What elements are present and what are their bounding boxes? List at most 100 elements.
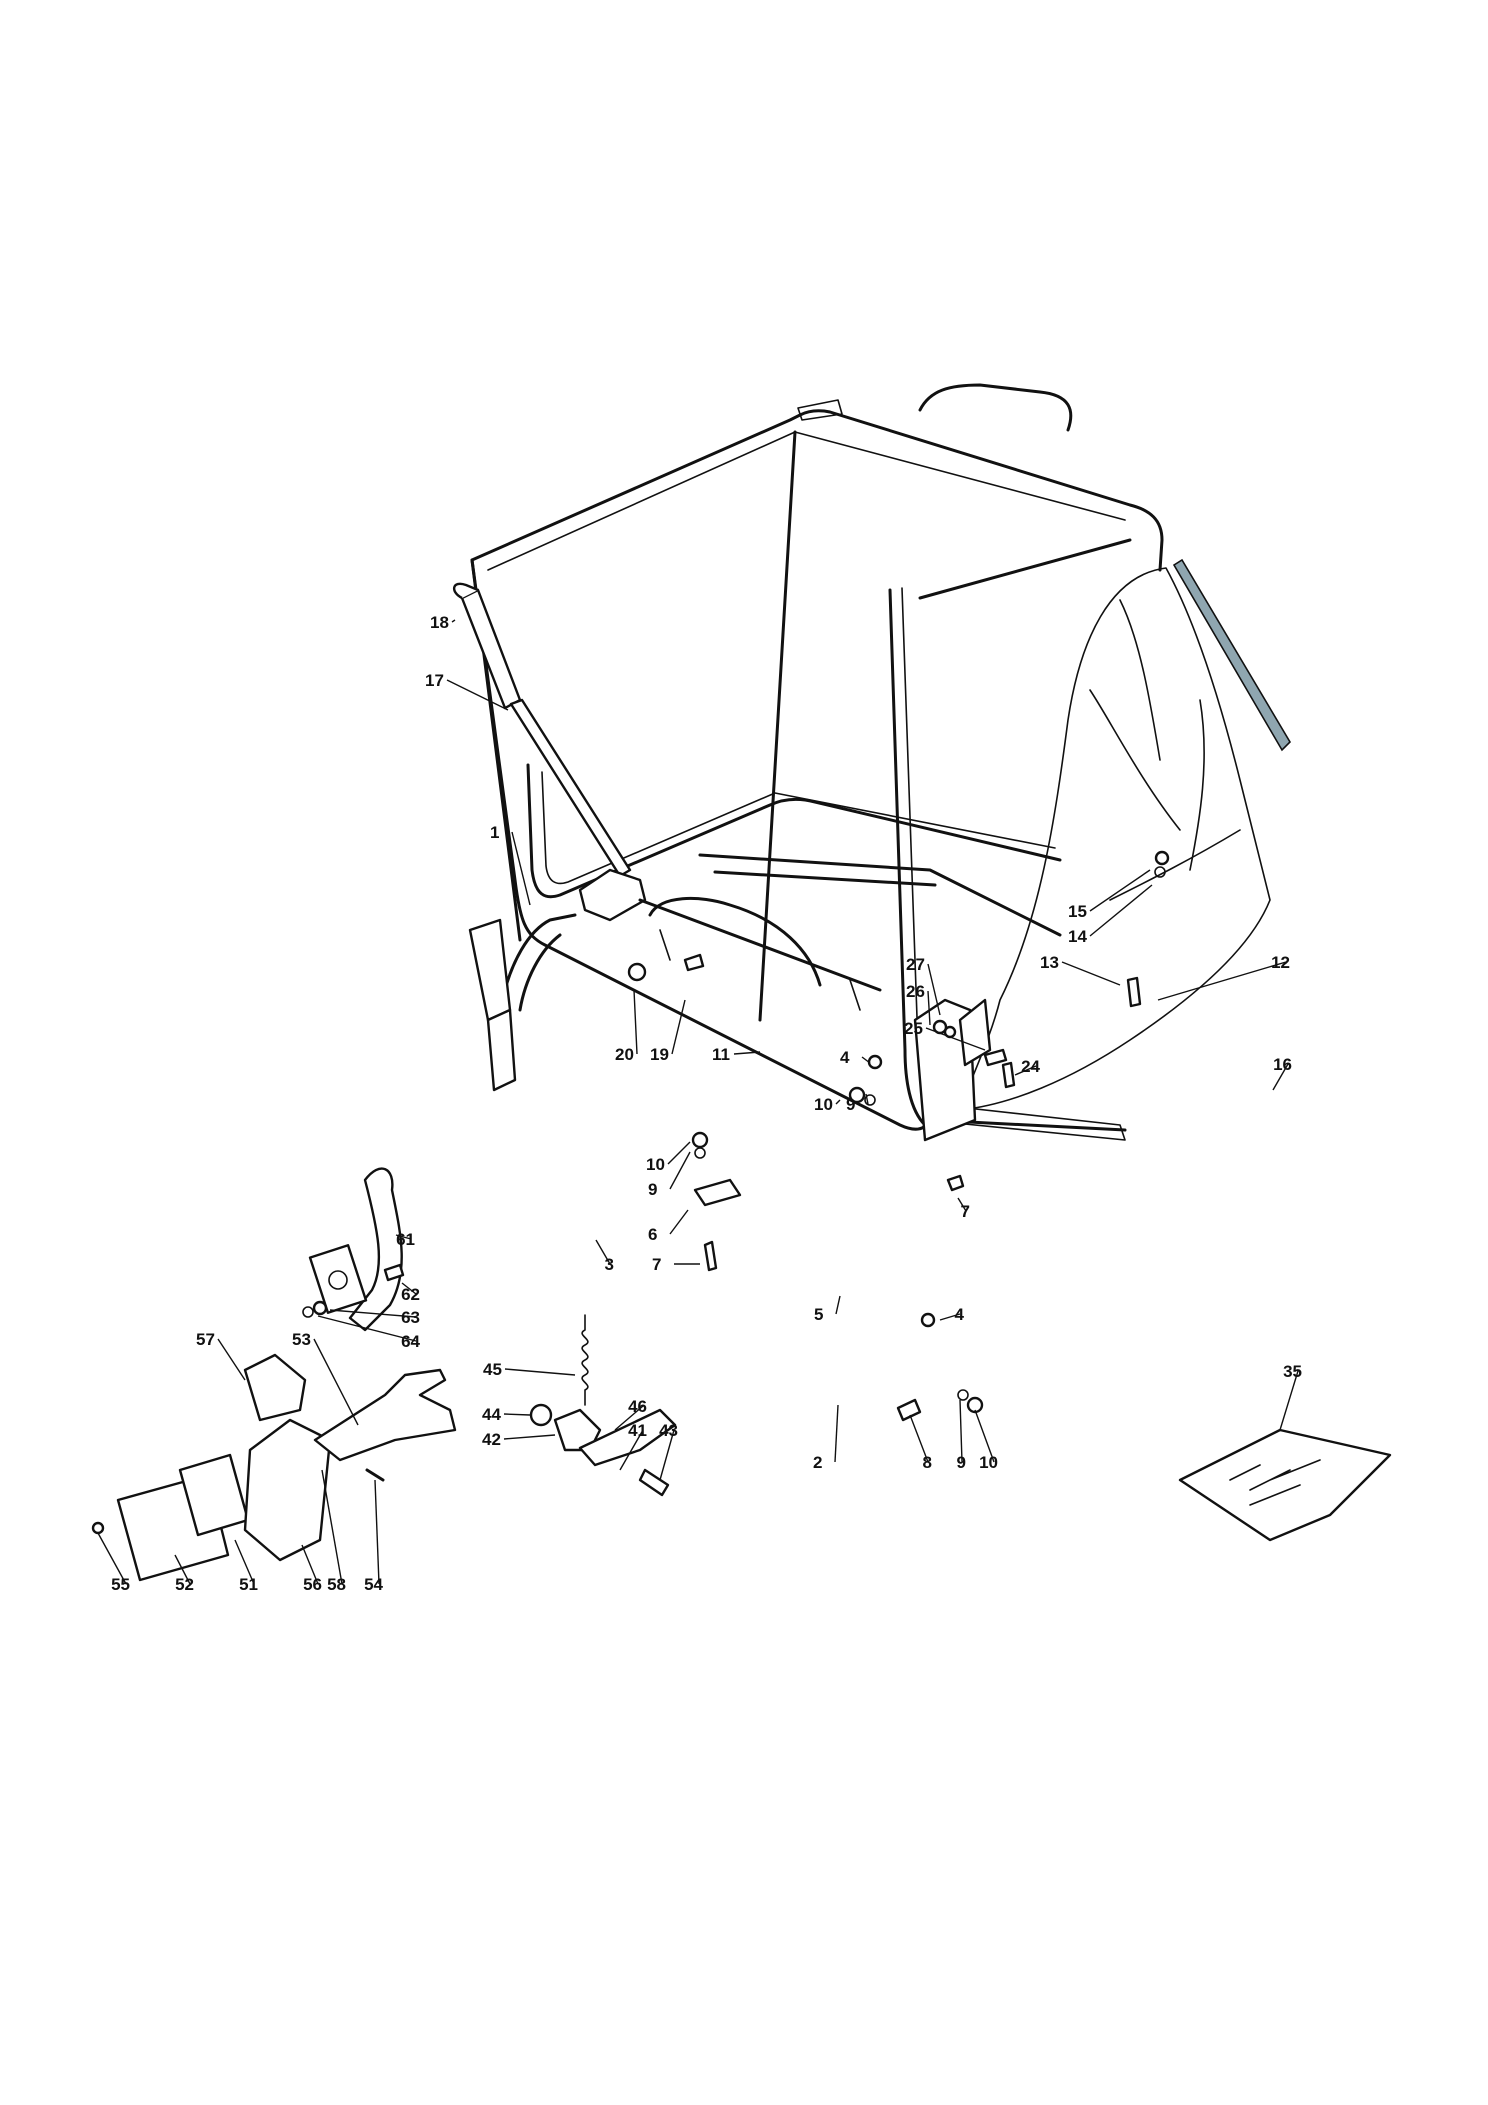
callout-leader: [1272, 1063, 1289, 1091]
callout-label: 24: [1021, 1057, 1040, 1076]
callout-leader: [313, 1338, 359, 1426]
bolt-25: [983, 1048, 1008, 1067]
callout-label: 7: [652, 1255, 661, 1274]
frame-lower-u-inner: [541, 771, 1056, 885]
linkage-arm: [578, 1408, 677, 1467]
frame-top-rail-inner: [487, 431, 1126, 571]
hinge-right: [913, 998, 977, 1142]
callout-leader: [451, 619, 456, 623]
washer-14: [1154, 866, 1166, 878]
callout-leader: [1014, 1065, 1037, 1076]
callout-leader: [633, 989, 638, 1055]
callout-leader: [234, 1539, 255, 1585]
callout-label: 9: [846, 1095, 855, 1114]
callout-leader: [614, 1405, 644, 1431]
callout-label: 9: [648, 1180, 657, 1199]
nut-20: [627, 962, 647, 982]
callout-leader: [174, 1554, 191, 1585]
callout-label: 35: [1283, 1362, 1302, 1381]
bag-body: [959, 567, 1271, 1111]
callout-leader: [595, 1239, 611, 1265]
callout-label: 10: [646, 1155, 665, 1174]
lever-bracket-left: [498, 913, 577, 1012]
callout-label: 45: [483, 1360, 502, 1379]
callout-label: 16: [1273, 1055, 1292, 1074]
bag-creases: [1089, 599, 1241, 901]
callout-label: 9: [957, 1453, 966, 1472]
callout-label: 26: [906, 982, 925, 1001]
callout-label: 57: [196, 1330, 215, 1349]
switch-pin: [365, 1468, 385, 1482]
callout-label: 5: [814, 1305, 823, 1324]
callout-label: 19: [650, 1045, 669, 1064]
callout-leader: [1279, 1370, 1299, 1431]
callout-label: 18: [430, 613, 449, 632]
washer-10c: [966, 1396, 984, 1414]
frame-base-bar: [698, 853, 1062, 937]
callout-label: 20: [615, 1045, 634, 1064]
linkage-bolt: [638, 1468, 670, 1497]
pedal-arm: [348, 1167, 403, 1332]
callout-label: 62: [401, 1285, 420, 1304]
switch-assembly: [91, 1353, 457, 1582]
callout-leader: [374, 1479, 380, 1585]
frame-front-upright-2: [901, 587, 919, 1047]
callout-label: 11: [712, 1045, 730, 1064]
spring-linkage: [529, 1314, 677, 1497]
callout-label: 1: [490, 823, 499, 842]
callout-label: 46: [628, 1397, 647, 1416]
spring: [581, 1314, 589, 1406]
callout-label: 63: [401, 1308, 420, 1327]
callout-leader: [669, 1209, 689, 1235]
callout-label: 51: [239, 1575, 258, 1594]
callout-leader: [511, 831, 531, 906]
switch-screw: [91, 1521, 105, 1535]
callout-label: 8: [923, 1453, 932, 1472]
frame-lower-u: [526, 763, 1062, 899]
pedal-plate: [308, 1244, 368, 1314]
callout-leader: [834, 1404, 839, 1463]
rear-clip: [797, 399, 843, 421]
grass-bag: [959, 558, 1292, 1111]
callout-label: 13: [1040, 953, 1059, 972]
bolt-8: [896, 1398, 922, 1422]
callout-leader: [939, 1313, 961, 1321]
lever-hook: [659, 929, 861, 1011]
plate-6: [693, 1178, 742, 1207]
callout-leader: [503, 1413, 531, 1416]
bag-trim: [1172, 558, 1292, 752]
lever-shaft: [509, 698, 632, 878]
callout-leader: [861, 1056, 871, 1064]
switch-lever: [313, 1368, 457, 1462]
callout-leader: [217, 1338, 246, 1381]
nut-63: [312, 1300, 328, 1316]
callout-label: 64: [401, 1332, 420, 1351]
callout-leader: [446, 679, 509, 711]
callout-leader: [959, 1399, 963, 1463]
callout-leader: [1061, 961, 1121, 986]
callout-label: 58: [327, 1575, 346, 1594]
bolt-13: [1126, 976, 1142, 1008]
nut-15: [1154, 850, 1170, 866]
callout-leader: [909, 1414, 929, 1463]
frame-upright-rear: [758, 430, 797, 1022]
callout-label: 17: [425, 671, 444, 690]
callout-label: 43: [659, 1421, 678, 1440]
callout-label: 27: [906, 955, 925, 974]
washer-10a: [691, 1131, 709, 1149]
callout-leader: [835, 1295, 841, 1315]
bolt-7a: [703, 1240, 718, 1272]
switch-top: [243, 1353, 307, 1422]
hinge-left-plate: [486, 1008, 517, 1092]
callout-label: 7: [961, 1202, 970, 1221]
callout-leader: [927, 963, 941, 1016]
washer-64: [302, 1306, 314, 1318]
callout-label: 3: [605, 1255, 614, 1274]
hinge-left: [468, 918, 512, 1022]
callout-label: 54: [364, 1575, 383, 1594]
callout-leader: [321, 1469, 343, 1585]
callout-leader: [927, 990, 931, 1026]
washer-9b: [864, 1094, 876, 1106]
callout-label: 42: [482, 1430, 501, 1449]
callout-leader: [1157, 961, 1287, 1001]
